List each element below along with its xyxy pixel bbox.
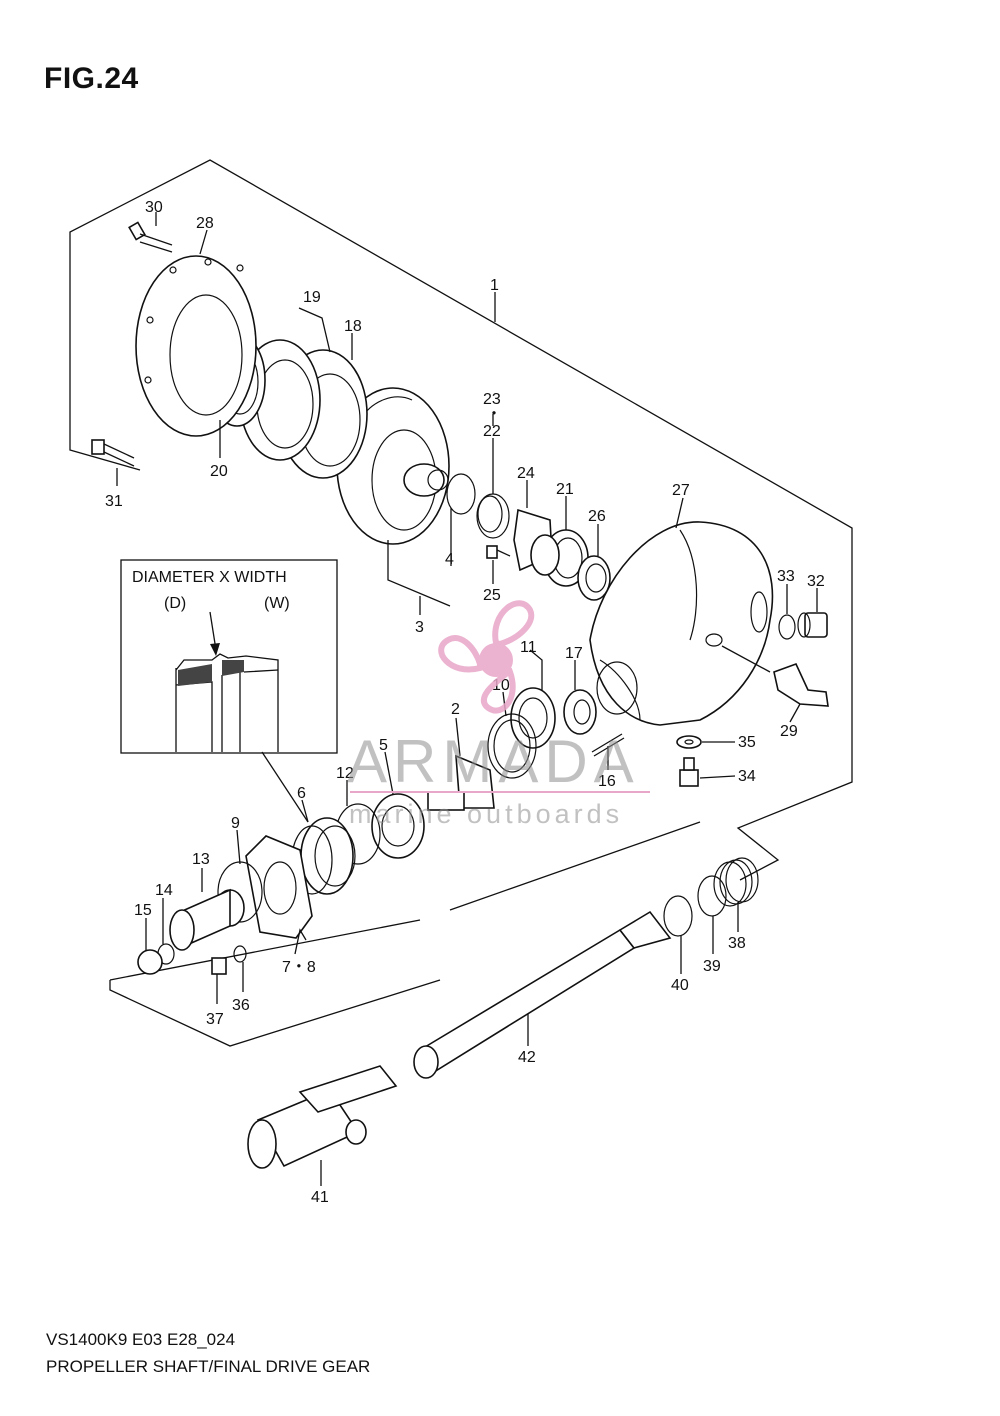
inset-w-label: (W) bbox=[264, 595, 290, 612]
callout-41: 41 bbox=[311, 1189, 329, 1206]
washer-35 bbox=[676, 735, 702, 749]
nut-15 bbox=[137, 949, 163, 975]
callout-24: 24 bbox=[517, 465, 535, 482]
callout-38: 38 bbox=[728, 935, 746, 952]
figure-code: VS1400K9 E03 E28_024 bbox=[46, 1330, 236, 1349]
callout-31: 31 bbox=[105, 493, 123, 510]
callout-37: 37 bbox=[206, 1011, 224, 1028]
callout-27: 27 bbox=[672, 482, 690, 499]
pinion-gear-2 bbox=[427, 754, 495, 811]
dimension-inset: DIAMETER X WIDTH (D) (W) bbox=[120, 559, 338, 754]
callout-5: 5 bbox=[379, 737, 388, 754]
leader-lines bbox=[116, 212, 818, 1186]
bearing-17 bbox=[563, 689, 597, 735]
oil-seal-26 bbox=[577, 555, 611, 601]
callout-9: 9 bbox=[231, 815, 240, 832]
watermark-brand: ARMADA bbox=[347, 728, 640, 795]
callout-35: 35 bbox=[738, 734, 756, 751]
coupling-13 bbox=[169, 888, 245, 951]
spring-38 bbox=[713, 857, 759, 907]
callout-6: 6 bbox=[297, 785, 306, 802]
callout-16: 16 bbox=[598, 773, 616, 790]
universal-joint-41 bbox=[247, 1065, 398, 1169]
shim-10 bbox=[487, 713, 537, 779]
bolt-25 bbox=[486, 545, 511, 559]
bearing-11 bbox=[510, 687, 556, 749]
nut-37 bbox=[211, 957, 227, 975]
callout-3: 3 bbox=[415, 619, 424, 636]
bolt-30 bbox=[128, 221, 173, 253]
washer-36 bbox=[233, 945, 247, 963]
callout-34: 34 bbox=[738, 768, 756, 785]
callout-15: 15 bbox=[134, 902, 152, 919]
watermark-tagline: marine outboards bbox=[349, 799, 623, 829]
callout-21: 21 bbox=[556, 481, 574, 498]
oil-plug-32 bbox=[797, 612, 828, 638]
cover-plate-28 bbox=[135, 255, 257, 437]
ring-39 bbox=[697, 875, 727, 917]
bolt-34 bbox=[679, 757, 699, 787]
callout-36: 36 bbox=[232, 997, 250, 1014]
callout-33: 33 bbox=[777, 568, 795, 585]
callout-12: 12 bbox=[336, 765, 354, 782]
propeller-logo-icon bbox=[438, 600, 535, 714]
callout-40: 40 bbox=[671, 977, 689, 994]
callout-39: 39 bbox=[703, 958, 721, 975]
callout-11: 11 bbox=[520, 639, 537, 656]
callout-23: 23 bbox=[483, 391, 501, 408]
callout-42: 42 bbox=[518, 1049, 536, 1066]
callout-22: 22 bbox=[483, 423, 501, 440]
callout-7-8: 7・8 bbox=[282, 959, 316, 976]
callout-28: 28 bbox=[196, 215, 214, 232]
callout-20: 20 bbox=[210, 463, 228, 480]
callout-17: 17 bbox=[565, 645, 583, 662]
breather-29 bbox=[721, 645, 829, 707]
assembly-outline bbox=[69, 159, 853, 881]
callout-25: 25 bbox=[483, 587, 501, 604]
ring-40 bbox=[663, 895, 693, 937]
callout-29: 29 bbox=[780, 723, 798, 740]
callout-32: 32 bbox=[807, 573, 825, 590]
callout-1: 1 bbox=[490, 277, 499, 294]
callout-2: 2 bbox=[451, 701, 460, 718]
callout-14: 14 bbox=[155, 882, 173, 899]
final-gear-case bbox=[589, 521, 774, 726]
callout-18: 18 bbox=[344, 318, 362, 335]
shim-22 bbox=[476, 493, 510, 539]
assembly-outline-left bbox=[109, 979, 441, 1047]
figure-title: FIG.24 bbox=[44, 62, 139, 95]
plate-7-8 bbox=[245, 835, 313, 939]
callout-19: 19 bbox=[303, 289, 321, 306]
callout-26: 26 bbox=[588, 508, 606, 525]
bearing-5 bbox=[371, 793, 425, 859]
inset-title: DIAMETER X WIDTH bbox=[132, 569, 287, 586]
o-ring-33 bbox=[778, 614, 796, 640]
inset-d-label: (D) bbox=[164, 595, 186, 612]
propeller-shaft-42 bbox=[413, 910, 672, 1079]
assembly-outline-lower bbox=[449, 821, 701, 911]
snap-ring-4 bbox=[446, 473, 476, 515]
stud-16 bbox=[591, 733, 625, 757]
watermark: ARMADA marine outboards bbox=[347, 600, 650, 829]
callout-30: 30 bbox=[145, 199, 163, 216]
figure-name: PROPELLER SHAFT/FINAL DRIVE GEAR bbox=[46, 1357, 371, 1376]
callout-13: 13 bbox=[192, 851, 210, 868]
callout-labels: 1 2 3 4 5 6 7・8 9 10 11 12 13 14 15 16 1… bbox=[105, 199, 825, 1206]
callout-23-dot: ・ bbox=[486, 406, 502, 423]
callout-4: 4 bbox=[445, 551, 454, 568]
bolt-31 bbox=[91, 439, 135, 467]
